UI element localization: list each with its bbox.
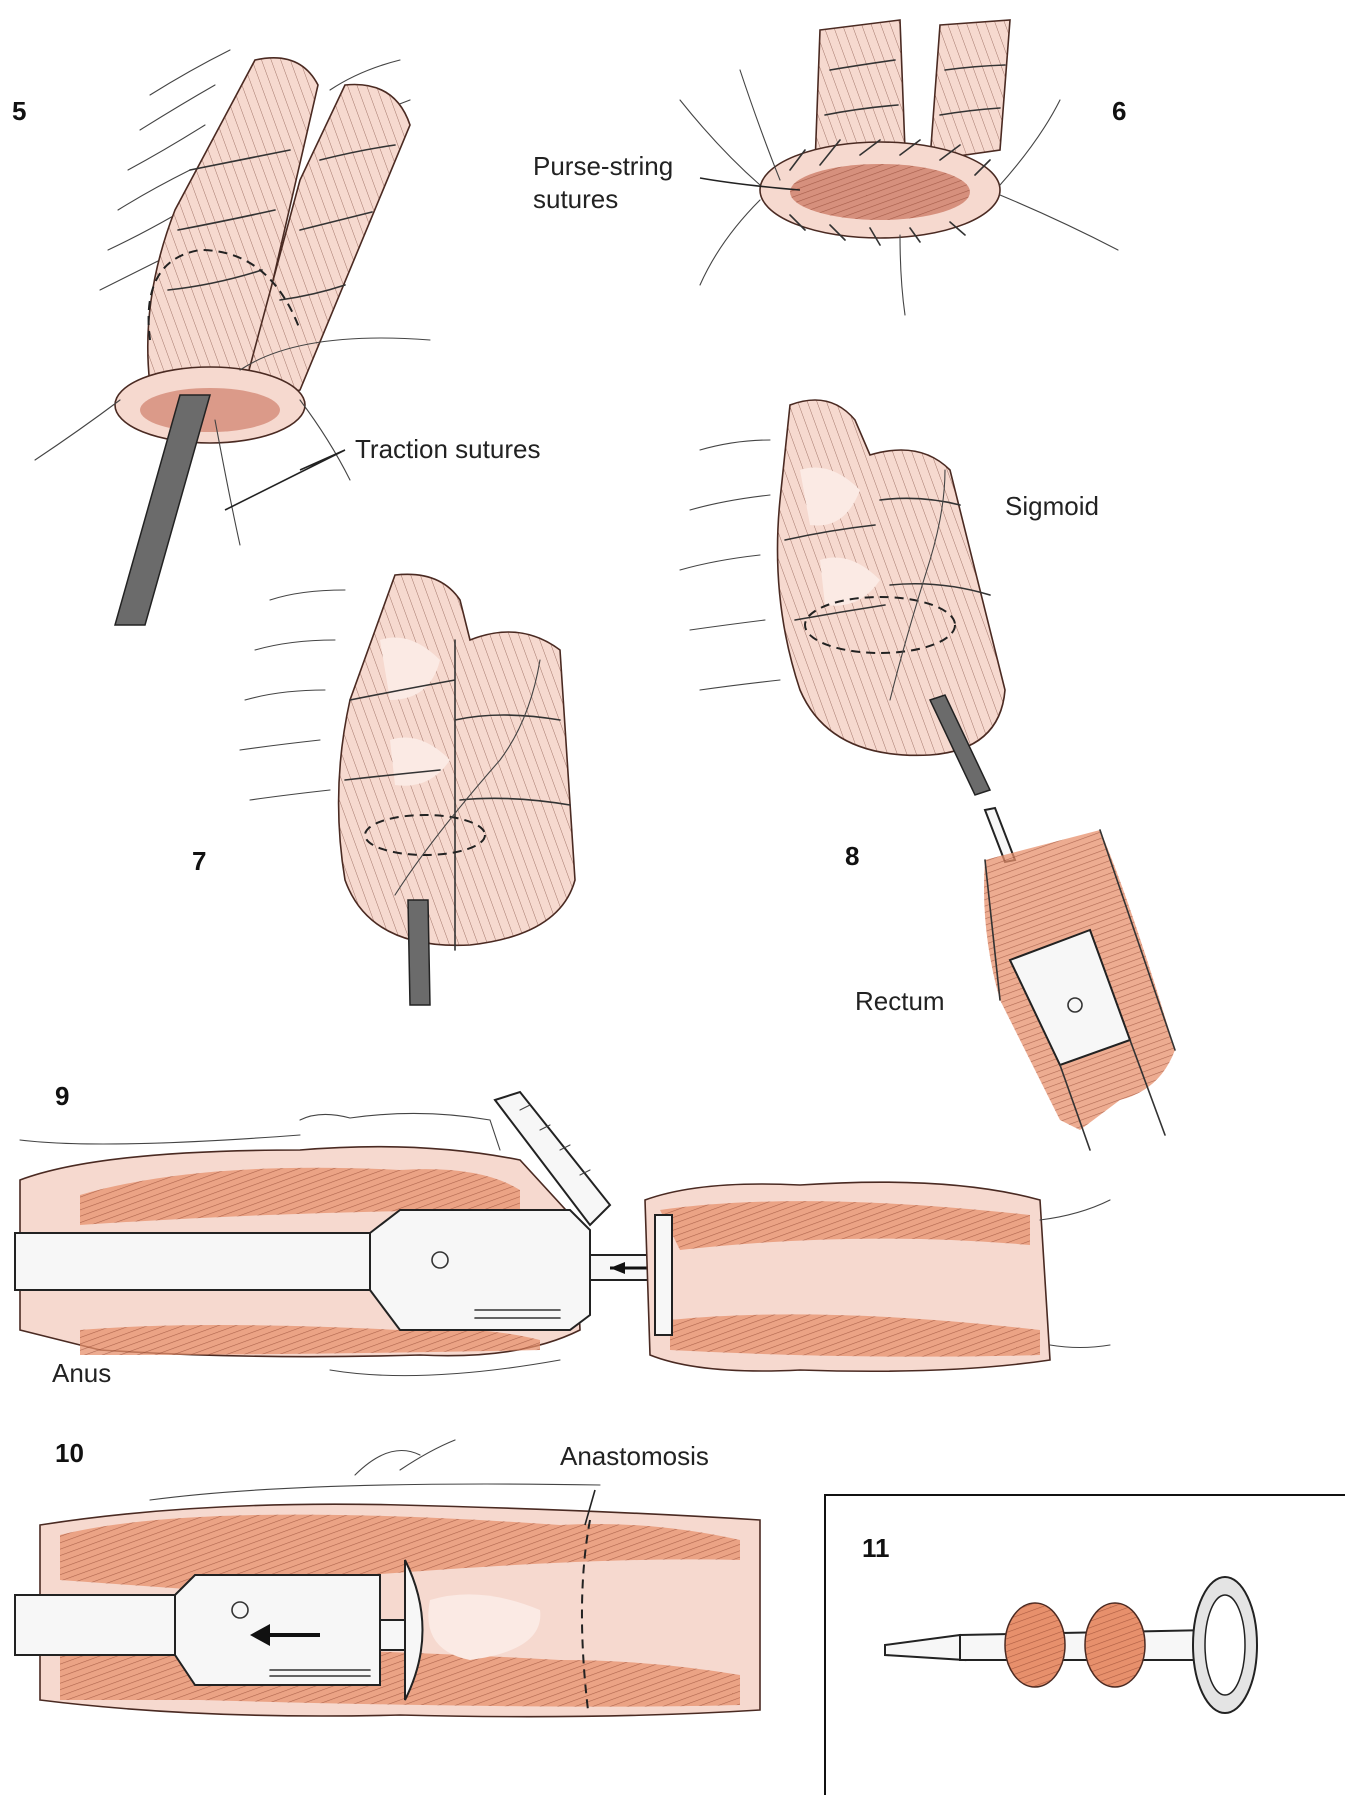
panel-7-number: 7: [192, 846, 206, 876]
panel-10-number: 10: [55, 1438, 84, 1468]
panel-11-number: 11: [862, 1533, 890, 1563]
panel-10-stapler-head: [175, 1575, 380, 1685]
panel-10-stapler-shaft: [15, 1595, 175, 1655]
panel-10-anvil: [380, 1620, 405, 1650]
panel-9-anvil: [655, 1215, 672, 1335]
panel-11-trocar-tip: [885, 1635, 965, 1660]
label-rectum: Rectum: [855, 986, 945, 1016]
label-traction-sutures: Traction sutures: [355, 434, 540, 464]
label-anastomosis: Anastomosis: [560, 1441, 709, 1471]
panel-7-instrument-shaft: [408, 900, 430, 1005]
panel-9-stapler-head: [370, 1210, 590, 1330]
panel-9-number: 9: [55, 1081, 69, 1111]
panel-8: 8 Sigmoid Rectum: [680, 400, 1175, 1150]
panel-6-number: 6: [1112, 96, 1126, 126]
panel-9: 9 Anus: [15, 1081, 1110, 1388]
label-purse-string: Purse-string: [533, 151, 673, 181]
panel-11-anvil-disc: [1193, 1577, 1257, 1713]
panel-5: 5 Traction sutures: [12, 50, 540, 625]
label-sigmoid: Sigmoid: [1005, 491, 1099, 521]
label-anus: Anus: [52, 1358, 111, 1388]
panel-9-stapler-shaft: [15, 1233, 370, 1290]
panel-10: 10 Anastomosis: [15, 1438, 760, 1717]
panel-5-number: 5: [12, 96, 26, 126]
label-sutures: sutures: [533, 184, 618, 214]
panel-8-number: 8: [845, 841, 859, 871]
panel-11: 11: [825, 1495, 1345, 1795]
panel-6: 6 Purse-string sutures: [533, 20, 1126, 315]
panel-7: 7: [192, 574, 575, 1005]
